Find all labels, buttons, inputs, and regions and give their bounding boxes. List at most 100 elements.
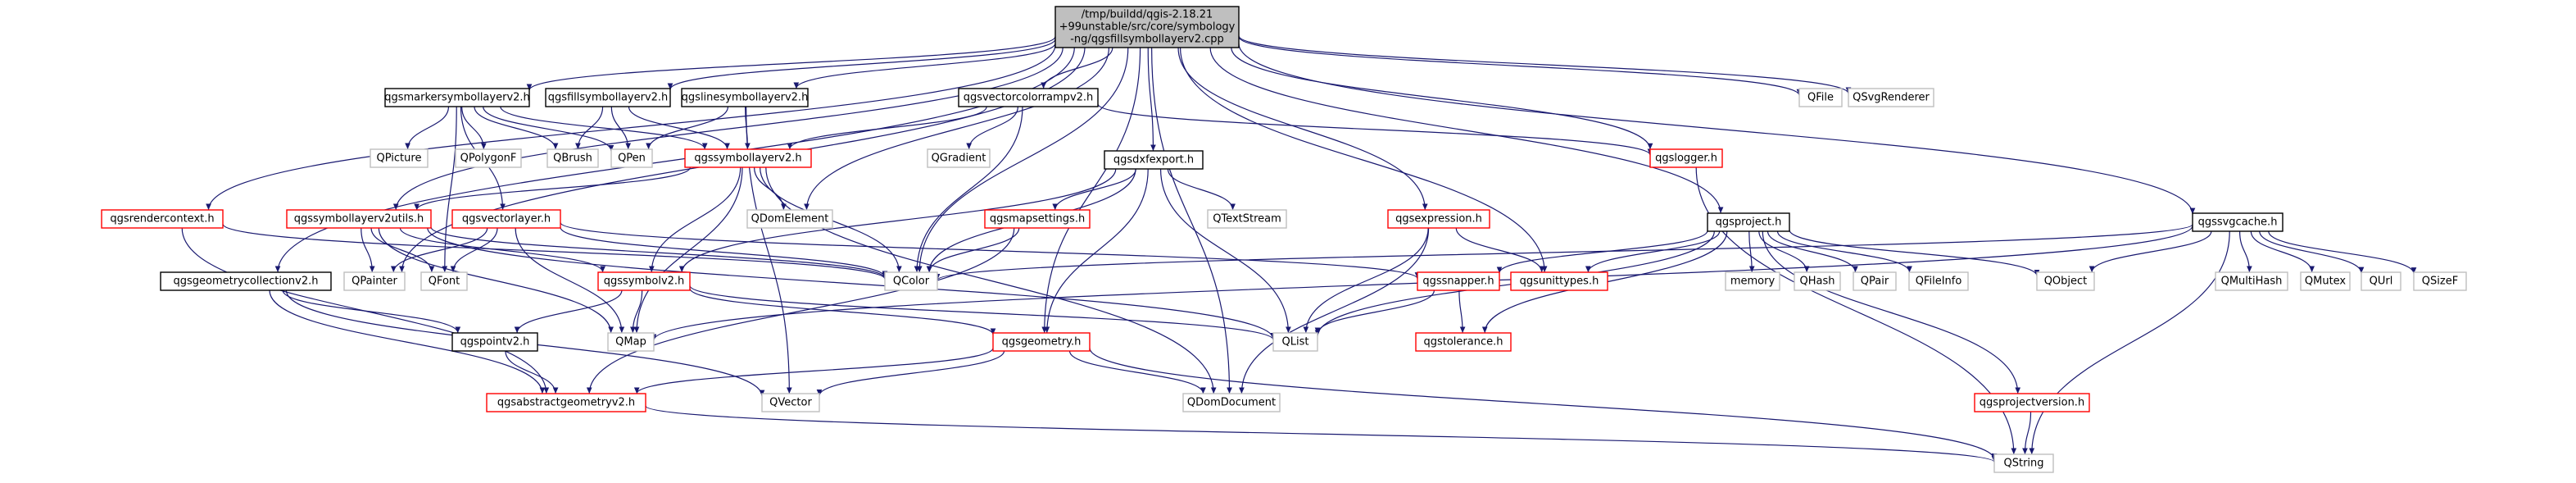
node-QDomElement[interactable]: QDomElement [746, 209, 833, 229]
node-QMutex[interactable]: QMutex [2300, 271, 2351, 291]
edge-root-to-qgsunittypes [1179, 47, 1548, 273]
edge-qgsdxfexport-to-QList [1159, 168, 1291, 334]
node-qgsvectorlayer[interactable]: qgsvectorlayer.h [451, 209, 561, 229]
node-box-qgsmapsettings [984, 209, 1091, 229]
node-label-QPainter: QPainter [351, 276, 397, 288]
node-QUrl[interactable]: QUrl [2361, 271, 2401, 291]
node-qgssnapper[interactable]: qgssnapper.h [1417, 271, 1500, 291]
node-QFile[interactable]: QFile [1798, 88, 1843, 107]
node-qgsdxfexport[interactable]: qgsdxfexport.h [1104, 150, 1204, 170]
node-QList[interactable]: QList [1272, 332, 1318, 352]
node-QBrush[interactable]: QBrush [546, 148, 599, 168]
node-qgslinesymbollayerv2[interactable]: qgslinesymbollayerv2.h [681, 88, 809, 107]
edge-qgsproject-to-qgsunittypes [1585, 230, 1721, 273]
node-QSizeF[interactable]: QSizeF [2413, 271, 2467, 291]
node-box-qgstolerance [1415, 332, 1512, 352]
node-qgsrendercontext[interactable]: qgsrendercontext.h [101, 209, 224, 229]
node-QMap[interactable]: QMap [607, 332, 655, 352]
node-QPolygonF[interactable]: QPolygonF [455, 148, 522, 168]
edge-qgsmarkersymbollayerv2-to-QPicture [405, 106, 450, 150]
edge-root-to-qgssymbollayerv2utils [392, 47, 1064, 211]
node-QFont[interactable]: QFont [420, 271, 468, 291]
node-QHash[interactable]: QHash [1794, 271, 1841, 291]
node-qgsproject[interactable]: qgsproject.h [1707, 212, 1790, 232]
node-QPen[interactable]: QPen [610, 148, 653, 168]
edges-layer [181, 35, 2417, 463]
node-label-QFileInfo: QFileInfo [1916, 276, 1962, 288]
edge-qgssymbolv2-to-qgspointv2 [514, 289, 623, 334]
node-QFileInfo[interactable]: QFileInfo [1908, 271, 1969, 291]
node-label-QDomElement: QDomElement [751, 213, 829, 226]
node-qgsexpression[interactable]: qgsexpression.h [1387, 209, 1490, 229]
node-qgsprojectversion[interactable]: qgsprojectversion.h [1974, 393, 2090, 412]
node-box-qgssymbollayerv2utils [286, 209, 432, 229]
edge-qgsproject-to-QObject [1789, 230, 2040, 276]
node-qgsgeometrycollectionv2[interactable]: qgsgeometrycollectionv2.h [160, 271, 332, 291]
node-label-QList: QList [1282, 336, 1309, 349]
node-qgslogger[interactable]: qgslogger.h [1649, 148, 1723, 168]
edge-qgsmapsettings-to-qgsabstractgeometryv2 [586, 227, 1015, 394]
node-QString[interactable]: QString [1993, 453, 2054, 473]
node-label-QHash: QHash [1800, 276, 1835, 288]
node-QDomDocument[interactable]: QDomDocument [1182, 393, 1281, 412]
node-QSvgRenderer[interactable]: QSvgRenderer [1848, 88, 1934, 107]
node-QVector[interactable]: QVector [761, 393, 820, 412]
node-qgssymbollayerv2utils[interactable]: qgssymbollayerv2utils.h [286, 209, 432, 229]
edge-qgsproject-to-QPair [1766, 230, 1858, 273]
node-box-QSizeF [2413, 271, 2467, 291]
edge-qgssvgcache-to-QUrl [2259, 230, 2365, 274]
node-label-QString: QString [2003, 458, 2043, 470]
node-box-QList [1272, 332, 1318, 352]
node-label-QDomDocument: QDomDocument [1187, 397, 1276, 409]
node-label-QSizeF: QSizeF [2422, 276, 2458, 288]
node-qgsmapsettings[interactable]: qgsmapsettings.h [984, 209, 1091, 229]
node-label-qgssvgcache: qgssvgcache.h [2198, 216, 2278, 229]
edge-qgsproject-to-QFileInfo [1776, 230, 1912, 273]
edge-qgssymbollayerv2utils-to-QList [427, 227, 1277, 339]
node-QObject[interactable]: QObject [2036, 271, 2095, 291]
node-qgstolerance[interactable]: qgstolerance.h [1415, 332, 1512, 352]
node-box-QBrush [546, 148, 599, 168]
node-QColor[interactable]: QColor [884, 271, 938, 291]
node-box-qgsvectorlayer [451, 209, 561, 229]
node-qgsvectorcolorrampv2[interactable]: qgsvectorcolorrampv2.h [958, 88, 1099, 107]
node-qgsabstractgeometryv2[interactable]: qgsabstractgeometryv2.h [486, 393, 646, 412]
node-QGradient[interactable]: QGradient [927, 148, 991, 168]
node-qgspointv2[interactable]: qgspointv2.h [451, 332, 538, 352]
node-qgsfillsymbollayerv2[interactable]: qgsfillsymbollayerv2.h [545, 88, 671, 107]
node-qgsmarkersymbollayerv2[interactable]: qgsmarkersymbollayerv2.h [384, 88, 530, 107]
node-box-root [1054, 6, 1240, 48]
edge-root-to-QDomElement [804, 47, 1110, 211]
node-label-qgsexpression: qgsexpression.h [1395, 213, 1482, 226]
node-box-qgssymbollayerv2 [684, 148, 812, 168]
edge-qgssymbolv2-to-QMap [630, 289, 643, 334]
edge-qgsvectorlayer-to-QColor [560, 226, 888, 278]
edge-root-to-QColor [916, 47, 1129, 273]
edge-qgsfillsymbollayerv2-to-qgssymbollayerv2 [628, 106, 730, 150]
node-box-QColor [884, 271, 938, 291]
edge-qgsproject-to-QHash [1758, 230, 1810, 273]
node-QPainter[interactable]: QPainter [343, 271, 406, 291]
node-label-QPen: QPen [618, 153, 646, 165]
node-qgssymbollayerv2[interactable]: qgssymbollayerv2.h [684, 148, 812, 168]
node-box-memory [1725, 271, 1780, 291]
node-QTextStream[interactable]: QTextStream [1207, 209, 1287, 229]
edge-qgsrendercontext-to-QColor [222, 223, 888, 280]
node-memory[interactable]: memory [1725, 271, 1780, 291]
node-QPicture[interactable]: QPicture [370, 148, 429, 168]
node-box-QFont [420, 271, 468, 291]
node-label-QBrush: QBrush [553, 153, 592, 165]
node-qgssvgcache[interactable]: qgssvgcache.h [2192, 212, 2283, 232]
node-box-QDomElement [746, 209, 833, 229]
node-label-root-line-2: +99unstable/src/core/symbology [1059, 21, 1236, 34]
edge-qgsfillsymbollayerv2-to-QBrush [575, 106, 604, 150]
node-QPair[interactable]: QPair [1853, 271, 1897, 291]
node-label-qgssymbollayerv2utils: qgssymbollayerv2utils.h [294, 213, 424, 226]
edge-qgsmapsettings-to-QColor [926, 227, 1020, 273]
node-QMultiHash[interactable]: QMultiHash [2215, 271, 2288, 291]
node-qgssymbolv2[interactable]: qgssymbolv2.h [597, 271, 691, 291]
node-qgsgeometry[interactable]: qgsgeometry.h [992, 332, 1091, 352]
edge-qgsmarkersymbollayerv2-to-qgssymbollayerv2 [500, 106, 708, 150]
node-qgsunittypes[interactable]: qgsunittypes.h [1510, 271, 1608, 291]
edge-root-to-qgssvgcache [1238, 43, 2196, 215]
